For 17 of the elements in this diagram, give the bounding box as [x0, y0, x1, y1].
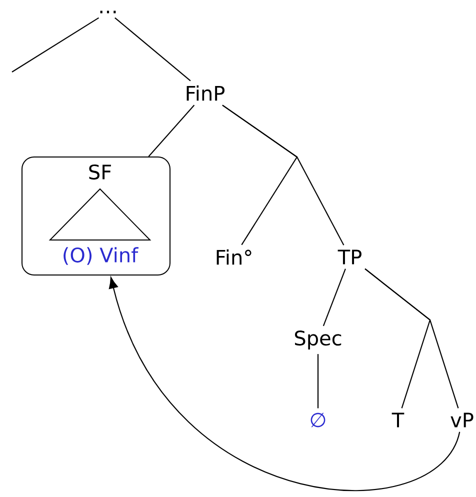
tree-branch [364, 268, 459, 408]
tree-branch [322, 268, 346, 326]
tree-branch [114, 17, 191, 82]
tree-label: vP [450, 412, 474, 428]
curved-arrow [108, 277, 460, 490]
tree-branch [222, 104, 344, 246]
tree-label: FinP [186, 85, 224, 101]
tree-branch [12, 17, 100, 72]
tree-branch [148, 104, 195, 157]
tree-label: Fin° [216, 249, 252, 265]
tree-label: T [392, 412, 404, 428]
tree-label: … [100, 10, 116, 14]
tree-label: ∅ [310, 412, 326, 428]
subtree-box: SF (O) Vinf [22, 156, 170, 276]
tree-label: TP [338, 250, 362, 264]
tree-label: Spec [294, 330, 342, 350]
tree-branch [317, 354, 319, 408]
